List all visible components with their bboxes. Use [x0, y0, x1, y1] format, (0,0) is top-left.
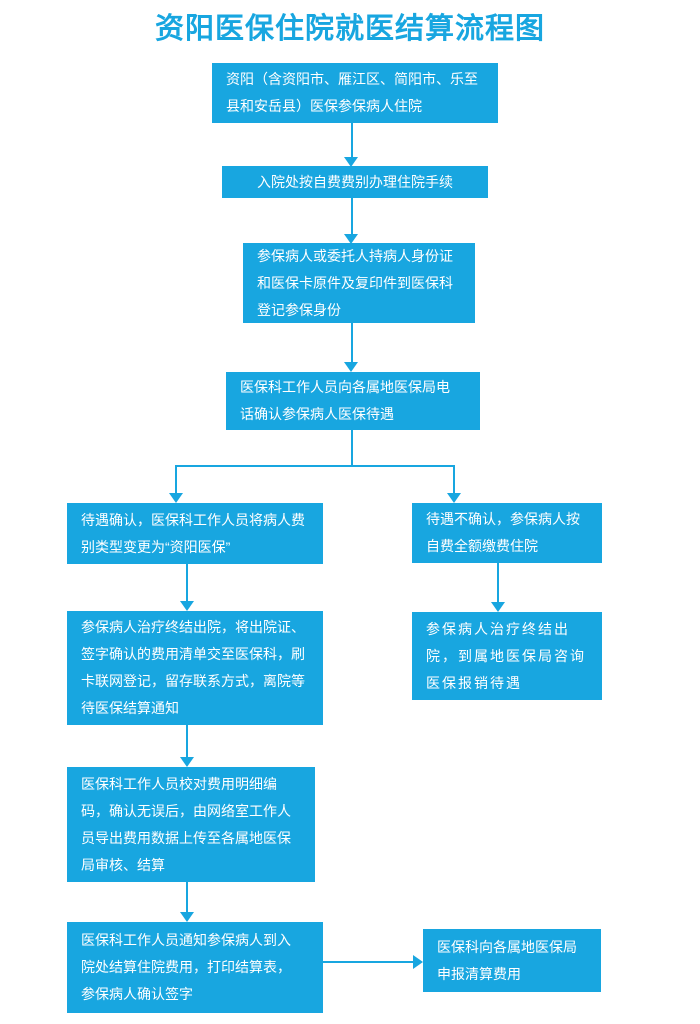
connector-n9-n10 [186, 882, 188, 912]
arrow-down-icon [344, 362, 358, 372]
arrow-down-icon [169, 493, 183, 503]
node-verify-codes-upload-data: 医保科工作人员校对费用明细编 码，确认无误后，由网络室工作人 员导出费用数据上传… [67, 767, 315, 882]
node-admission-selfpay-procedure: 入院处按自费费别办理住院手续 [222, 166, 488, 198]
connector-n7-n9 [186, 725, 188, 757]
arrow-down-icon [447, 493, 461, 503]
arrow-down-icon [491, 602, 505, 612]
node-phone-confirm-benefits: 医保科工作人员向各属地医保局电 话确认参保病人医保待遇 [226, 372, 480, 430]
connector-n3-n4 [351, 323, 353, 362]
node-notify-settlement-print-sign: 医保科工作人员通知参保病人到入 院处结算住院费用，打印结算表， 参保病人确认签字 [67, 922, 323, 1013]
arrow-down-icon [180, 912, 194, 922]
arrow-down-icon [344, 157, 358, 167]
node-insured-patients-hospitalized: 资阳（含资阳市、雁江区、简阳市、乐至 县和安岳县）医保参保病人住院 [212, 63, 498, 123]
page-title: 资阳医保住院就医结算流程图 [154, 13, 545, 45]
node-register-insured-identity: 参保病人或委托人持病人身份证 和医保卡原件及复印件到医保科 登记参保身份 [243, 243, 475, 323]
arrow-down-icon [344, 234, 358, 244]
node-discharge-submit-to-medicare-office: 参保病人治疗终结出院，将出院证、 签字确认的费用清单交至医保科，刷 卡联网登记，… [67, 611, 323, 725]
node-benefits-unconfirmed-full-selfpay: 待遇不确认，参保病人按 自费全额缴费住院 [412, 503, 602, 563]
connector-n6-n8 [497, 563, 499, 602]
node-declare-settlement-fees: 医保科向各属地医保局 申报清算费用 [423, 929, 601, 992]
connector-n5-n7 [186, 564, 188, 601]
connector-n2-n3 [351, 198, 353, 234]
arrow-right-icon [413, 955, 423, 969]
connector-n4-n6 [453, 465, 455, 493]
connector-n1-n2 [351, 123, 353, 157]
connector-n4-n5 [175, 465, 177, 493]
arrow-down-icon [180, 757, 194, 767]
connector-n10-n11 [323, 961, 413, 963]
connector-n4-stem [351, 430, 353, 466]
connector-n4-branch-bar [175, 465, 455, 467]
node-discharge-consult-local-bureau: 参保病人治疗终结出 院，到属地医保局咨询 医保报销待遇 [412, 612, 602, 700]
node-benefits-confirmed-change-category: 待遇确认，医保科工作人员将病人费 别类型变更为“资阳医保” [67, 503, 323, 564]
arrow-down-icon [180, 601, 194, 611]
